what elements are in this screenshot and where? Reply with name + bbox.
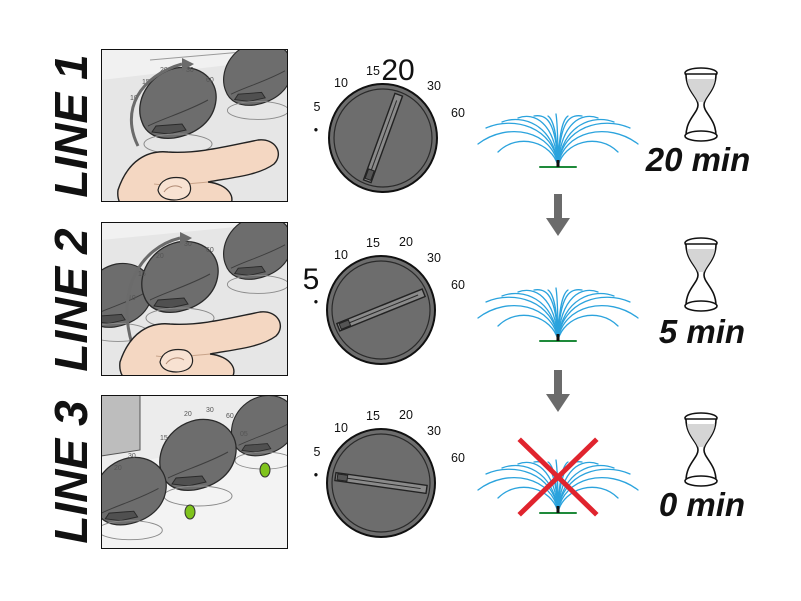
- row-3-dial-tick: 10: [334, 421, 348, 435]
- row-1-dial-tick: 15: [366, 64, 380, 78]
- row-3-dial-tick: 5: [314, 445, 321, 459]
- down-arrow-icon: [546, 370, 570, 412]
- svg-text:30: 30: [186, 67, 194, 74]
- row-1-line-label: LINE 1: [45, 54, 97, 197]
- row-3-dial-tick: 30: [427, 424, 441, 438]
- svg-text:60: 60: [206, 247, 214, 254]
- row-1-dial-tick: 20: [381, 54, 414, 87]
- row-1-dial-tick: 60: [451, 106, 465, 120]
- svg-text:30: 30: [206, 407, 214, 414]
- row-3-sprinkler-spray-icon: [477, 459, 639, 514]
- row-2-dial-tick: •: [314, 295, 318, 309]
- svg-text:20: 20: [184, 411, 192, 418]
- row-3-dial-tick: 20: [399, 408, 413, 422]
- row-2-line-label: LINE 2: [45, 228, 97, 372]
- svg-text:60: 60: [226, 413, 234, 420]
- row-1-dial-tick: •: [314, 123, 318, 137]
- row-1-hand-turning-knob-icon: 10 15 20 30 60: [101, 49, 288, 202]
- row-1-sprinkler-spray-icon: [477, 113, 639, 168]
- row-1-duration: 20 min: [645, 141, 751, 178]
- row-3-duration: 0 min: [659, 486, 745, 523]
- row-2-dial-tick: 60: [451, 278, 465, 292]
- row-3-dial-tick: 60: [451, 451, 465, 465]
- row-2-dial-tick: 15: [366, 236, 380, 250]
- svg-text:15: 15: [138, 271, 146, 278]
- svg-text:20: 20: [114, 465, 122, 472]
- row-3-cross-icon: [517, 437, 599, 517]
- row-3-timer-knobs-icon: 15 20 30 60 20 30 05: [101, 395, 288, 549]
- svg-text:10: 10: [130, 95, 138, 102]
- dial-pointer-slot: [335, 288, 427, 332]
- row-2-dial-tick: 20: [399, 235, 413, 249]
- dial-pointer-slot: [362, 92, 404, 184]
- row-2-hourglass-icon: [684, 237, 718, 312]
- row-1-dial-tick: 5: [314, 100, 321, 114]
- row-2-dial-tick: 5: [303, 263, 320, 296]
- row-1-hourglass-icon: [684, 67, 718, 142]
- svg-text:10: 10: [128, 295, 136, 302]
- dial-knob-rim: [331, 433, 431, 533]
- row-3-timer-dial[interactable]: • 5 10 15 20 30 60: [314, 408, 465, 538]
- down-arrow-icon: [546, 194, 570, 236]
- dial-knob-rim: [333, 88, 433, 188]
- row-3-dial-tick: 15: [366, 409, 380, 423]
- svg-text:20: 20: [156, 253, 164, 260]
- row-2-duration: 5 min: [659, 313, 745, 350]
- row-3-hourglass-icon: [684, 412, 718, 487]
- row-3-line-label: LINE 3: [45, 400, 97, 544]
- svg-text:60: 60: [206, 77, 214, 84]
- svg-text:15: 15: [160, 435, 168, 442]
- dial-knob-rim: [331, 260, 431, 360]
- row-2-sprinkler-spray-icon: [477, 287, 639, 342]
- row-1-dial-tick: 30: [427, 79, 441, 93]
- dial-pointer-slot: [334, 471, 428, 495]
- row-2-dial-tick: 30: [427, 251, 441, 265]
- row-2-dial-tick: 10: [334, 248, 348, 262]
- row-3-dial-tick: •: [314, 468, 318, 482]
- svg-text:30: 30: [128, 453, 136, 460]
- svg-text:05: 05: [240, 431, 248, 438]
- row-2-timer-dial[interactable]: •5 10 15 20 30 60: [303, 235, 465, 365]
- row-1-dial-tick: 10: [334, 76, 348, 90]
- svg-text:30: 30: [184, 241, 192, 248]
- row-2-hand-turning-knob-icon: 10 15 20 30 60: [101, 222, 288, 376]
